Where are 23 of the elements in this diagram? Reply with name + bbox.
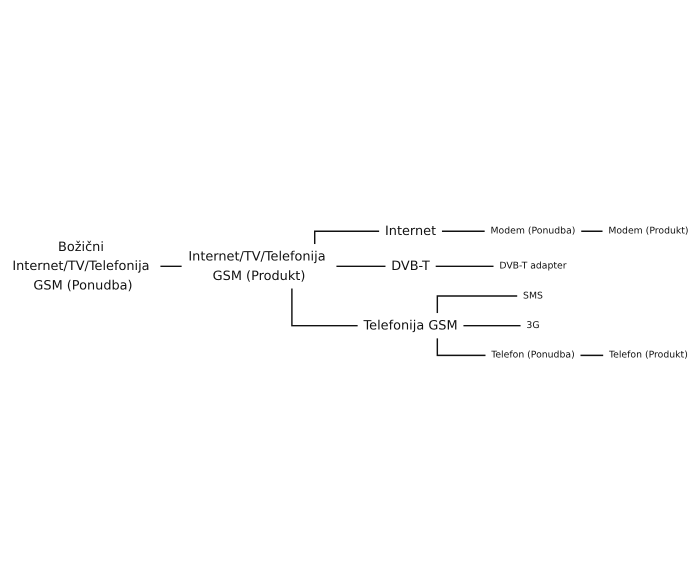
node-text: Modem (Produkt) bbox=[608, 225, 689, 236]
node-text: DVB-T bbox=[391, 258, 430, 274]
node-text: 3G bbox=[526, 320, 540, 330]
node-text: Internet/TV/Telefonija GSM (Produkt) bbox=[188, 248, 326, 283]
node-text: Internet bbox=[384, 223, 436, 238]
connector bbox=[336, 265, 386, 267]
node-text: Božični Internet/TV/Telefonija GSM (Ponudba) bbox=[12, 238, 150, 293]
node-text: Telefon (Produkt) bbox=[609, 349, 688, 360]
connector bbox=[580, 354, 604, 356]
connector bbox=[314, 230, 380, 244]
node-text: SMS bbox=[523, 290, 543, 301]
connector bbox=[291, 288, 358, 326]
connector bbox=[434, 265, 494, 267]
connector bbox=[462, 324, 521, 326]
connector bbox=[441, 230, 485, 232]
connector bbox=[160, 265, 182, 267]
connector bbox=[436, 338, 486, 356]
node-text: Modem (Ponudba) bbox=[490, 225, 576, 236]
node-text: Telefonija GSM bbox=[364, 318, 458, 333]
node-text: Telefon (Ponudba) bbox=[491, 349, 575, 360]
node-text: DVB-T adapter bbox=[499, 260, 567, 272]
connector bbox=[580, 230, 603, 232]
connector bbox=[436, 294, 518, 313]
